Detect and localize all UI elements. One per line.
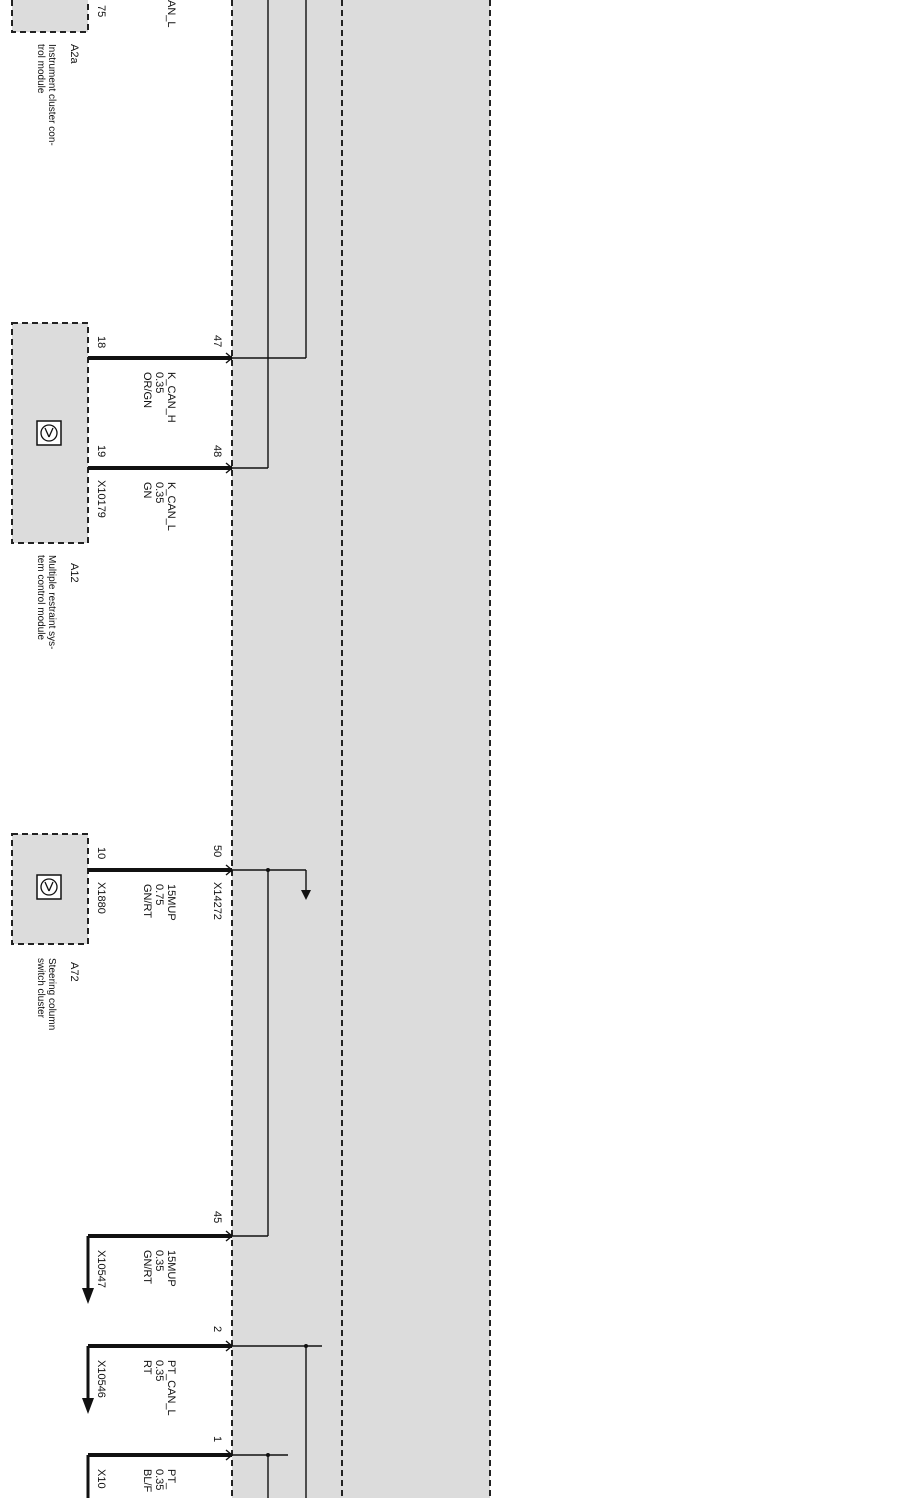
bus-arrow-50 xyxy=(301,890,311,900)
down-arrow-icon xyxy=(82,1398,94,1414)
wire-1-color: BL/F xyxy=(141,1469,153,1493)
wire-45-connector: X10547 xyxy=(95,1250,107,1288)
wire-50-color: GN/RT xyxy=(141,884,153,918)
a2a-pin-label: 75 xyxy=(95,5,107,17)
wire-45-signal: 15MUP xyxy=(165,1250,177,1287)
wire-47-color: OR/GN xyxy=(141,372,153,408)
a2a-ref-label: A2a xyxy=(68,44,80,64)
wire-48-color: GN xyxy=(141,482,153,499)
wire-1-connector: X10 xyxy=(95,1469,107,1489)
pin-1-label: 1 xyxy=(211,1436,223,1442)
pin-45-label: 45 xyxy=(211,1211,223,1223)
a72-name-line1: Steering column xyxy=(46,958,57,1030)
a12-connector: X10179 xyxy=(95,480,107,518)
a72-ref-label: A72 xyxy=(68,962,80,982)
a12-ref-label: A12 xyxy=(68,563,80,583)
a2a-name-line2: trol module xyxy=(35,44,46,94)
a12-name-line2: tem control module xyxy=(35,555,46,640)
a72-connector: X1880 xyxy=(95,882,107,914)
a2a-name-line1: Instrument cluster con- xyxy=(46,44,57,146)
wire-50-gauge: 0.75 xyxy=(153,884,165,905)
a2a-signal-label: AN_L xyxy=(165,0,177,28)
wire-48-signal: K_CAN_L xyxy=(165,482,177,531)
wire-45-gauge: 0.35 xyxy=(153,1250,165,1271)
wire-1-signal: PT_ xyxy=(165,1469,177,1490)
a12-pin-b: 19 xyxy=(95,445,107,457)
ground-symbol-icon xyxy=(36,420,62,446)
wire-1-gauge: 0.35 xyxy=(153,1469,165,1490)
down-arrow-icon xyxy=(82,1288,94,1304)
a2a-component-box xyxy=(11,0,89,33)
ground-symbol-icon xyxy=(36,874,62,900)
wire-50-signal: 15MUP xyxy=(165,884,177,921)
wire-2-gauge: 0.35 xyxy=(153,1360,165,1381)
pin-2-label: 2 xyxy=(211,1326,223,1332)
wire-47-signal: K_CAN_H xyxy=(165,372,177,423)
wire-2-color: RT xyxy=(141,1360,153,1375)
wire-2-connector: X10546 xyxy=(95,1360,107,1398)
a12-name-line1: Multiple restraint sys- xyxy=(46,555,57,649)
junction-dot xyxy=(266,868,270,872)
pin-48-label: 48 xyxy=(211,445,223,457)
terminal-marks xyxy=(225,352,234,1461)
a12-pin-a: 18 xyxy=(95,336,107,348)
gateway-connector: X14272 xyxy=(211,882,223,920)
a72-name-line2: switch cluster xyxy=(35,958,46,1019)
wire-48-gauge: 0.35 xyxy=(153,482,165,503)
gateway-module-area xyxy=(232,0,490,1498)
wire-47-gauge: 0.35 xyxy=(153,372,165,393)
pin-47-label: 47 xyxy=(211,335,223,347)
wire-45-color: GN/RT xyxy=(141,1250,153,1284)
wire-2-signal: PT_CAN_L xyxy=(165,1360,177,1416)
a72-pin: 10 xyxy=(95,847,107,859)
pin-50-label: 50 xyxy=(211,845,223,857)
